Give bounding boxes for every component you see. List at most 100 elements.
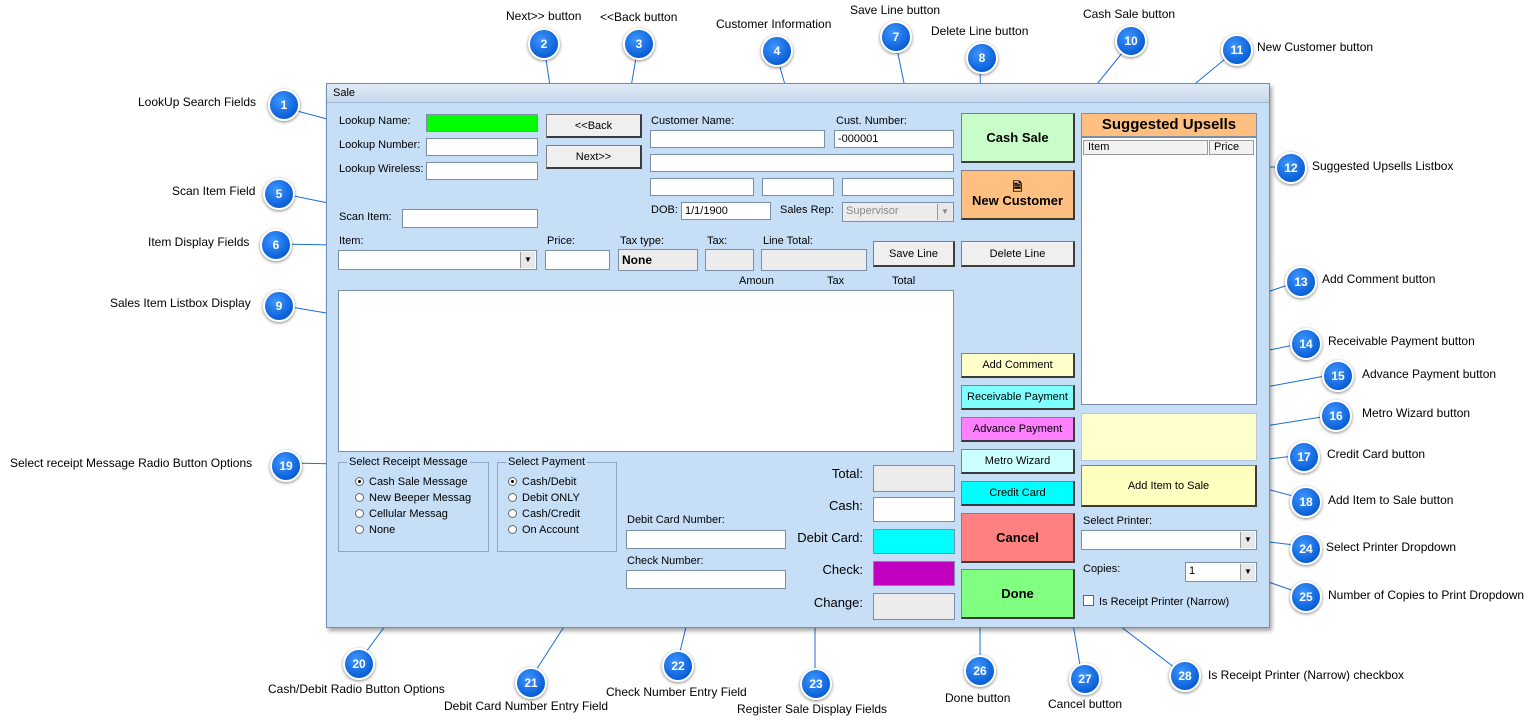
- callout-22-text: Check Number Entry Field: [606, 685, 747, 699]
- cash-sale-button[interactable]: Cash Sale: [961, 113, 1075, 163]
- narrow-printer-checkbox[interactable]: [1083, 595, 1094, 606]
- callout-25-text: Number of Copies to Print Dropdown: [1328, 588, 1525, 602]
- new-customer-button[interactable]: 🗎 New Customer: [961, 170, 1075, 220]
- callout-21: 21: [515, 667, 547, 699]
- upsells-listbox[interactable]: Item Price: [1081, 137, 1257, 405]
- callout-7: 7: [880, 21, 912, 53]
- callout-8-text: Delete Line button: [931, 24, 1029, 38]
- callout-23-text: Register Sale Display Fields: [737, 702, 888, 716]
- customer-name-input[interactable]: [650, 130, 825, 148]
- callout-9: 9: [263, 290, 295, 322]
- radio-receipt-2[interactable]: Cellular Messag: [355, 508, 448, 520]
- next-button[interactable]: Next>>: [546, 145, 642, 169]
- customer-city-input[interactable]: [650, 178, 754, 196]
- callout-11: 11: [1221, 34, 1253, 66]
- callout-22: 22: [662, 650, 694, 682]
- customer-state-input[interactable]: [762, 178, 834, 196]
- radio-receipt-3[interactable]: None: [355, 524, 395, 536]
- upsells-col-item[interactable]: Item: [1083, 140, 1208, 155]
- radio-receipt-1[interactable]: New Beeper Messag: [355, 492, 471, 504]
- upsells-col-price[interactable]: Price: [1209, 140, 1254, 155]
- lookup-name-label: Lookup Name:: [339, 115, 411, 127]
- callout-27-text: Cancel button: [1048, 697, 1123, 711]
- price-input[interactable]: [545, 250, 610, 270]
- credit-card-button[interactable]: Credit Card: [961, 481, 1075, 506]
- col-tax: Tax: [827, 275, 845, 287]
- sale-window: Sale Lookup Name: Lookup Number: Lookup …: [326, 83, 1270, 628]
- debit-card-label: Debit Card:: [797, 530, 863, 545]
- customer-address-input[interactable]: [650, 154, 954, 172]
- callout-4-text: Customer Information: [716, 17, 832, 31]
- callout-3: 3: [623, 28, 655, 60]
- cash-input[interactable]: [873, 497, 955, 522]
- debit-card-input[interactable]: [873, 529, 955, 554]
- callout-14-text: Receivable Payment button: [1328, 334, 1475, 348]
- callout-12-text: Suggested Upsells Listbox: [1312, 159, 1454, 173]
- radio-payment-0[interactable]: Cash/Debit: [508, 476, 576, 488]
- callout-28: 28: [1169, 660, 1201, 692]
- receipt-message-title: Select Receipt Message: [347, 456, 470, 468]
- check-number-input[interactable]: [626, 570, 786, 589]
- callout-5: 5: [263, 178, 295, 210]
- scan-item-label: Scan Item:: [339, 211, 392, 223]
- add-item-to-sale-button[interactable]: Add Item to Sale: [1081, 465, 1257, 507]
- check-input[interactable]: [873, 561, 955, 586]
- callout-2-text: Next>> button: [506, 9, 582, 23]
- document-icon: 🗎: [1012, 180, 1023, 194]
- callout-17: 17: [1288, 441, 1320, 473]
- debit-card-number-input[interactable]: [626, 530, 786, 549]
- upsell-detail-panel: [1081, 413, 1257, 461]
- radio-payment-1[interactable]: Debit ONLY: [508, 492, 580, 504]
- customer-number-input[interactable]: -000001: [834, 130, 954, 148]
- done-button[interactable]: Done: [961, 569, 1075, 619]
- add-comment-button[interactable]: Add Comment: [961, 353, 1075, 378]
- callout-25: 25: [1290, 581, 1322, 613]
- back-button[interactable]: <<Back: [546, 114, 642, 138]
- callout-19-text: Select receipt Message Radio Button Opti…: [10, 456, 253, 470]
- sales-rep-dropdown[interactable]: Supervisor ▼: [842, 202, 954, 222]
- select-printer-dropdown[interactable]: ▼: [1081, 530, 1257, 550]
- dob-input[interactable]: 1/1/1900: [681, 202, 771, 220]
- customer-name-label: Customer Name:: [651, 115, 735, 127]
- radio-receipt-0[interactable]: Cash Sale Message: [355, 476, 467, 488]
- sales-rep-value: Supervisor: [846, 205, 899, 217]
- sales-item-listbox[interactable]: [338, 290, 954, 452]
- tax-value: [705, 249, 754, 271]
- save-line-button[interactable]: Save Line: [873, 241, 955, 267]
- window-title: Sale: [327, 84, 1269, 103]
- radio-payment-3[interactable]: On Account: [508, 524, 579, 536]
- scan-item-input[interactable]: [402, 209, 538, 228]
- lookup-wireless-input[interactable]: [426, 162, 538, 180]
- copies-dropdown[interactable]: 1 ▼: [1185, 562, 1257, 582]
- dob-label: DOB:: [651, 204, 678, 216]
- callout-11-text: New Customer button: [1257, 40, 1374, 54]
- price-label: Price:: [547, 235, 576, 247]
- callout-18-text: Add Item to Sale button: [1328, 493, 1454, 507]
- radio-payment-2[interactable]: Cash/Credit: [508, 508, 580, 520]
- lookup-name-input[interactable]: [426, 114, 538, 132]
- callout-13: 13: [1285, 266, 1317, 298]
- callout-8: 8: [966, 42, 998, 74]
- change-label: Change:: [813, 595, 863, 610]
- lookup-number-input[interactable]: [426, 138, 538, 156]
- lookup-number-label: Lookup Number:: [339, 139, 421, 151]
- sales-rep-label: Sales Rep:: [780, 204, 834, 216]
- callout-12: 12: [1275, 152, 1307, 184]
- item-label: Item:: [339, 235, 364, 247]
- callout-21-text: Debit Card Number Entry Field: [444, 699, 609, 713]
- customer-zip-input[interactable]: [842, 178, 954, 196]
- advance-payment-button[interactable]: Advance Payment: [961, 417, 1075, 442]
- callout-18: 18: [1290, 486, 1322, 518]
- cancel-button[interactable]: Cancel: [961, 513, 1075, 563]
- callout-28-text: Is Receipt Printer (Narrow) checkbox: [1208, 668, 1405, 682]
- col-total: Total: [892, 275, 916, 287]
- tax-label: Tax:: [707, 235, 728, 247]
- item-dropdown[interactable]: ▼: [338, 250, 537, 270]
- callout-4: 4: [761, 35, 793, 67]
- callout-3-text: <<Back button: [600, 10, 678, 24]
- payment-title: Select Payment: [506, 456, 588, 468]
- delete-line-button[interactable]: Delete Line: [961, 241, 1075, 267]
- receivable-payment-button[interactable]: Receivable Payment: [961, 385, 1075, 410]
- metro-wizard-button[interactable]: Metro Wizard: [961, 449, 1075, 474]
- callout-6: 6: [260, 229, 292, 261]
